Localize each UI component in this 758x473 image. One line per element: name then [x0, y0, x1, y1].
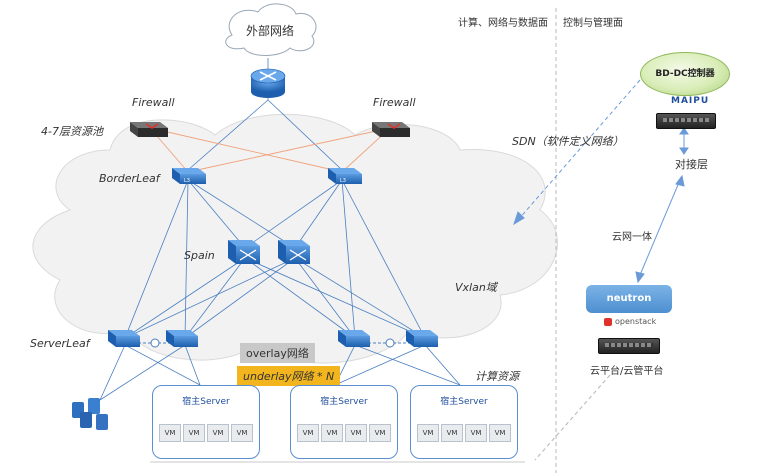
vm-chip: VM	[231, 424, 253, 442]
external-cloud-shape	[225, 3, 317, 56]
controller-label: BD-DC控制器	[655, 69, 715, 79]
vm-chip: VM	[183, 424, 205, 442]
host-server-box: 宿主Server VM VM VM VM	[290, 385, 398, 459]
host-server-title: 宿主Server	[182, 397, 230, 407]
host-server-box: 宿主Server VM VM VM VM	[410, 385, 518, 459]
vm-chip: VM	[345, 424, 367, 442]
host-server-box: 宿主Server VM VM VM VM	[152, 385, 260, 459]
switch-icon	[228, 240, 260, 264]
interface-arrow	[635, 127, 689, 284]
fabric-links	[99, 58, 461, 401]
switch-icon	[278, 240, 310, 264]
vm-chip: VM	[441, 424, 463, 442]
sdn-arrow	[513, 79, 641, 226]
overlay-badge: overlay网络	[240, 343, 315, 363]
firewall-left-label: Firewall	[132, 96, 175, 109]
switch-icon	[338, 330, 370, 347]
vm-chip: VM	[489, 424, 511, 442]
compute-resource-label: 计算资源	[475, 370, 519, 383]
router-icon	[250, 68, 286, 98]
vm-chip: VM	[207, 424, 229, 442]
vm-chip: VM	[321, 424, 343, 442]
firewall-icon	[130, 122, 168, 137]
leaf-pair-links	[138, 338, 412, 348]
host-server-title: 宿主Server	[440, 397, 488, 407]
vm-chip: VM	[159, 424, 181, 442]
external-network-label: 外部网络	[246, 24, 295, 38]
vxlan-domain-label: Vxlan域	[455, 281, 497, 294]
vxlan-cloud	[32, 113, 558, 364]
section-control-title: 控制与管理面	[563, 18, 623, 29]
svg-text:L3: L3	[340, 178, 346, 184]
vm-chip: VM	[417, 424, 439, 442]
openstack-label: openstack	[615, 317, 657, 326]
switch-icon	[406, 330, 438, 347]
section-compute-title: 计算、网络与数据面	[458, 18, 548, 29]
cloud-platform-link	[534, 374, 611, 461]
maipu-logo: MAIPU	[671, 96, 710, 106]
neutron-box: neutron	[586, 285, 672, 313]
firewall-right-label: Firewall	[373, 96, 416, 109]
switch-icon: L3	[172, 168, 206, 184]
border-leaf-label: BorderLeaf	[99, 172, 160, 185]
host-server-title: 宿主Server	[320, 397, 368, 407]
server-device-icon	[656, 113, 716, 129]
vm-chip: VM	[465, 424, 487, 442]
switch-icon: L3	[328, 168, 362, 184]
server-device-icon	[598, 338, 660, 354]
cloud-platform-label: 云平台/云管平台	[590, 366, 664, 377]
sdn-label: SDN（软件定义网络）	[512, 135, 624, 148]
cloud-network-label: 云网一体	[612, 232, 652, 243]
openstack-icon	[604, 317, 612, 326]
storage-icon	[72, 398, 108, 430]
openstack-logo: openstack	[604, 317, 656, 326]
switch-icon	[166, 330, 198, 347]
bd-dc-controller: BD-DC控制器	[640, 52, 730, 96]
svg-text:L3: L3	[184, 178, 190, 184]
spain-label: Spain	[184, 249, 215, 262]
underlay-badge: underlay网络 * N	[237, 366, 341, 386]
resource-pool-label: 4-7层资源池	[41, 125, 103, 138]
firewall-icon	[372, 122, 410, 137]
vm-chip: VM	[369, 424, 391, 442]
vm-chip: VM	[297, 424, 319, 442]
neutron-label: neutron	[606, 293, 652, 304]
interface-layer-label: 对接层	[675, 158, 708, 171]
switch-icon	[108, 330, 140, 347]
server-leaf-label: ServerLeaf	[30, 337, 90, 350]
